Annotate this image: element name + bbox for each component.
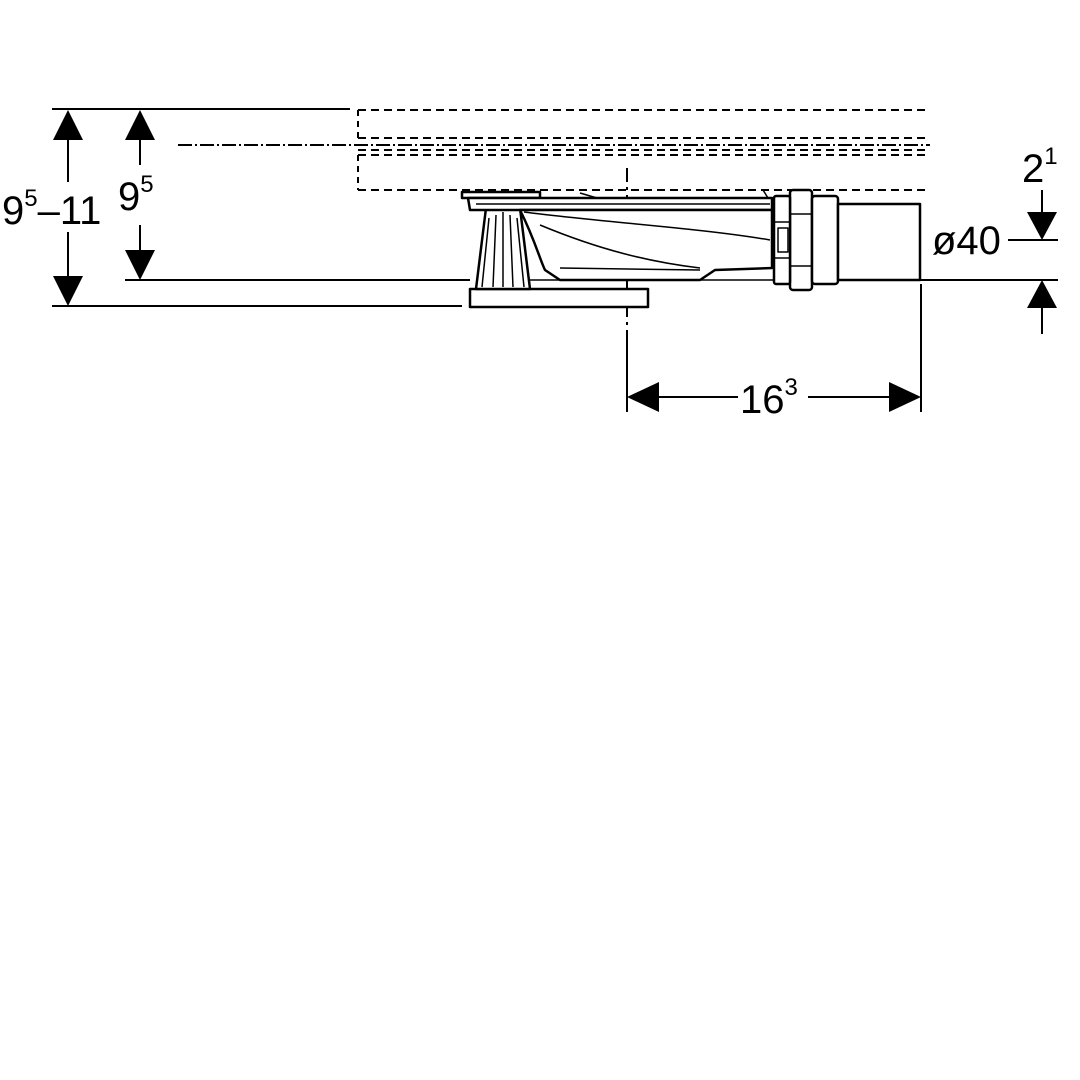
svg-text:163: 163 xyxy=(740,374,798,422)
arrow-up-icon xyxy=(125,110,155,140)
horizontal-length-base: 16 xyxy=(740,378,785,422)
dimension-horizontal-length: 163 xyxy=(627,284,922,422)
dimension-height-range: 95–11 xyxy=(2,110,101,306)
svg-text:21: 21 xyxy=(1022,143,1058,191)
floor-construction-dashed xyxy=(178,109,930,191)
height-range-base: 9 xyxy=(2,189,24,233)
arrow-left-icon xyxy=(627,382,659,412)
arrow-down-icon xyxy=(1027,212,1057,240)
arrow-down-icon xyxy=(53,276,83,306)
outlet-offset-sup: 1 xyxy=(1044,143,1057,170)
height-min-base: 9 xyxy=(118,175,140,219)
shower-drain-body xyxy=(460,189,774,309)
outlet-diameter-label: ø40 xyxy=(932,219,1001,263)
svg-text:95: 95 xyxy=(118,171,154,219)
dimension-outlet-diameter: ø40 xyxy=(932,219,1001,263)
height-min-sup: 5 xyxy=(140,171,153,198)
arrow-up-icon xyxy=(1027,280,1057,308)
dimension-outlet-offset: 21 xyxy=(1008,143,1058,334)
arrow-down-icon xyxy=(125,250,155,280)
arrow-up-icon xyxy=(53,110,83,140)
arrow-right-icon xyxy=(889,382,921,412)
height-range-suffix: –11 xyxy=(38,189,102,233)
height-range-sup: 5 xyxy=(24,185,37,212)
svg-text:95–11: 95–11 xyxy=(2,185,101,233)
outlet-offset-base: 2 xyxy=(1022,147,1044,191)
horizontal-length-sup: 3 xyxy=(785,374,798,401)
outlet-pipe xyxy=(772,188,922,292)
dimension-height-min: 95 xyxy=(118,110,155,280)
